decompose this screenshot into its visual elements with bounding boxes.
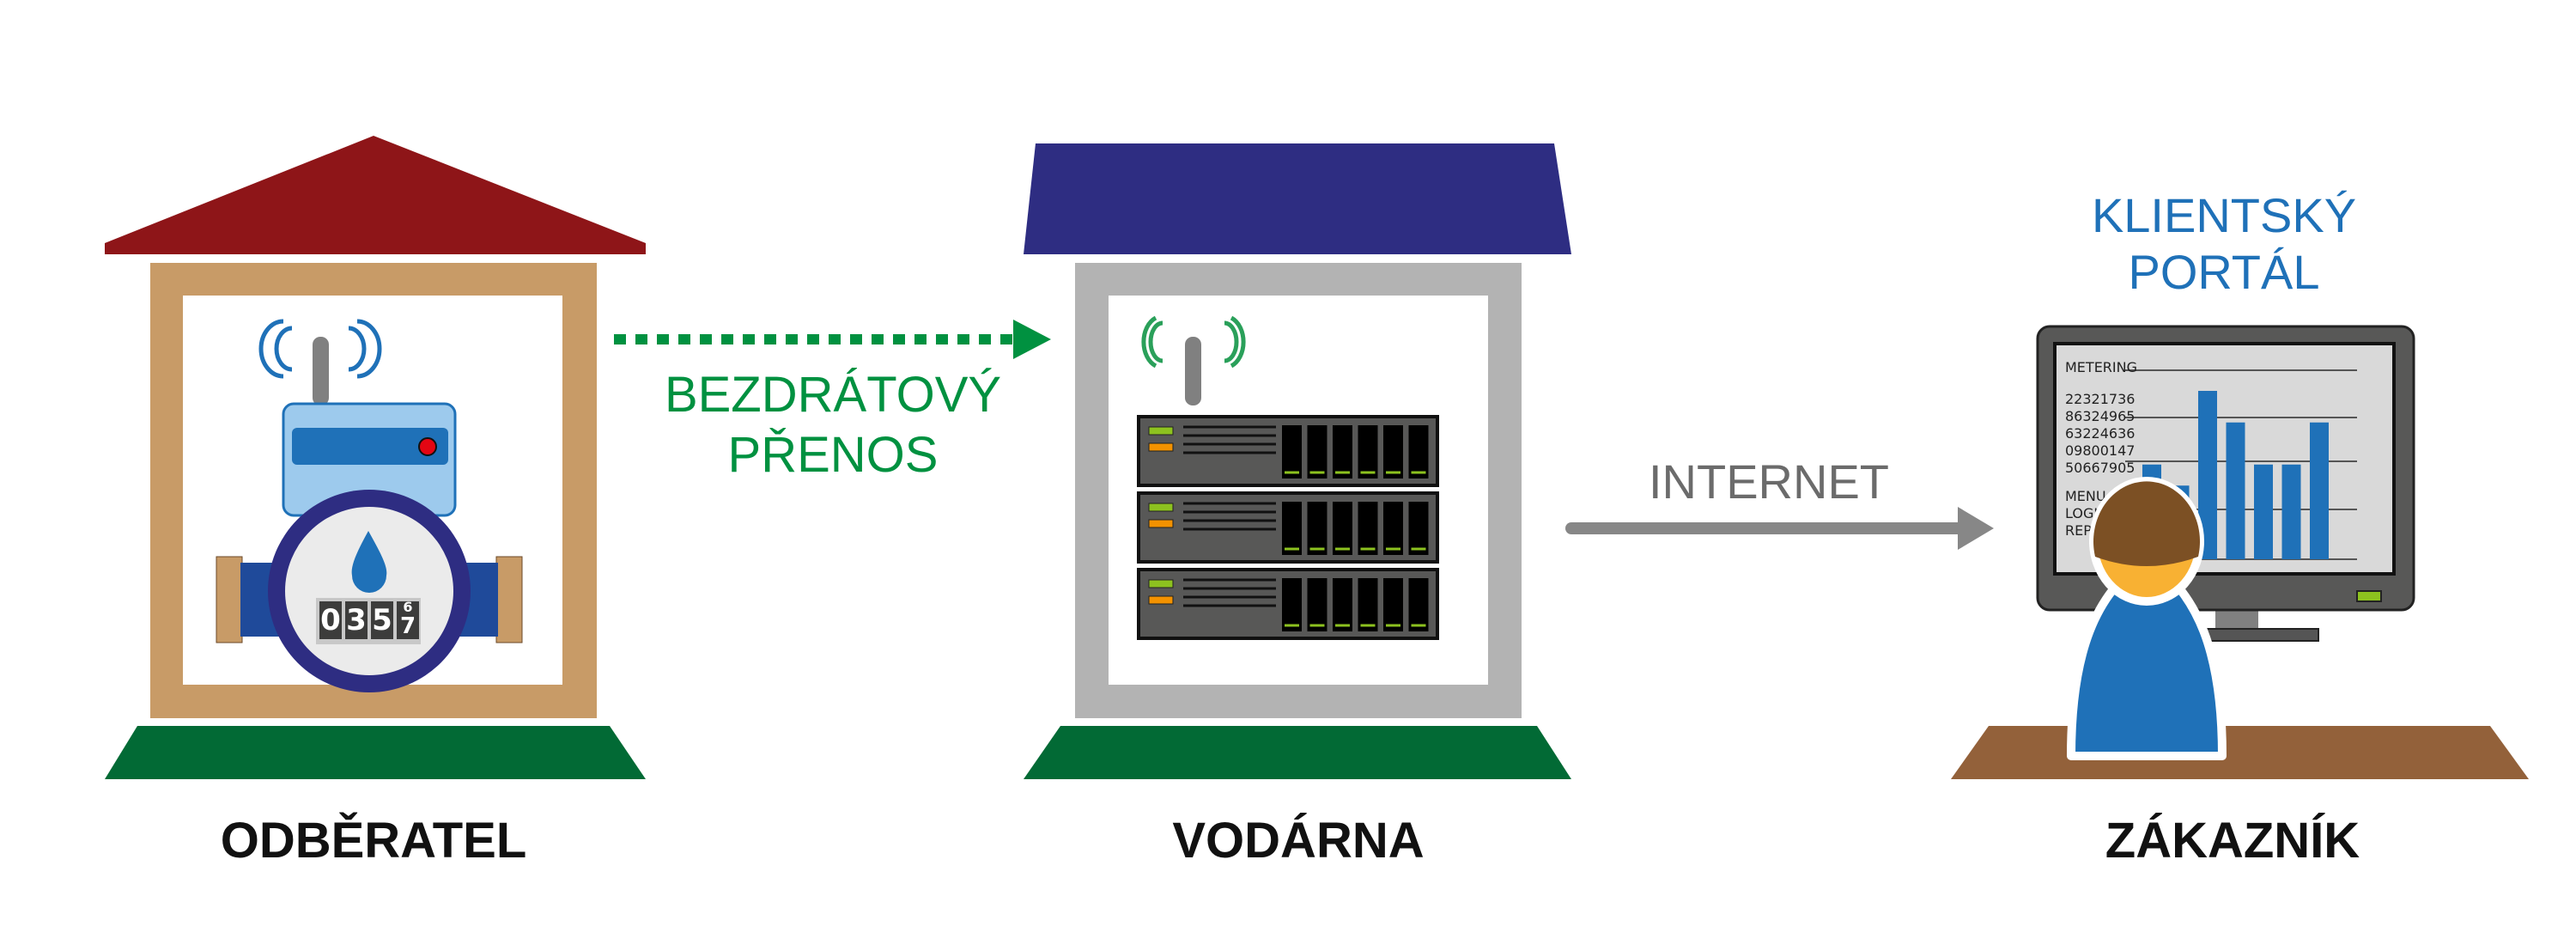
screen-bar	[2281, 464, 2301, 559]
meter-digit: 0	[319, 601, 342, 639]
screen-menu: MENU LOGI REP	[2065, 488, 2106, 540]
server-led-green	[1148, 426, 1174, 436]
server-drive-bay	[1358, 502, 1378, 555]
meter-id: 09800147	[2065, 442, 2136, 459]
server-drive-bay	[1408, 425, 1429, 479]
server-led-green	[1148, 579, 1174, 588]
meter-id: 86324965	[2065, 408, 2136, 424]
server-drive-bay	[1333, 502, 1352, 555]
screen-bar	[2198, 391, 2217, 559]
server-unit	[1137, 568, 1439, 640]
label-wireless-line1: BEZDRÁTOVÝ	[664, 367, 1002, 423]
server-drive-bay	[1333, 578, 1352, 631]
server-drive-bay	[1282, 502, 1302, 555]
label-internet: INTERNET	[1649, 454, 1889, 509]
screen-menu-item[interactable]: LOGI	[2065, 505, 2099, 521]
meter-id: 63224636	[2065, 425, 2136, 442]
meter-digit: 3	[345, 601, 368, 639]
label-portal-line1: KLIENTSKÝ	[2091, 188, 2357, 242]
server-drive-bay	[1307, 578, 1327, 631]
ground	[105, 726, 646, 779]
label-customer: ZÁKAZNÍK	[2105, 813, 2360, 869]
server-drive-bay	[1307, 502, 1327, 555]
internet-arrow	[1565, 507, 1994, 550]
label-waterworks: VODÁRNA	[1172, 813, 1425, 869]
server-led-orange	[1148, 519, 1174, 528]
label-consumer: ODBĚRATEL	[220, 813, 527, 869]
screen-title: METERING	[2065, 359, 2137, 375]
label-client-portal: KLIENTSKÝ PORTÁL	[2061, 187, 2387, 301]
meter-id: 22321736	[2065, 391, 2136, 407]
server-unit	[1137, 415, 1439, 487]
blue-roof	[1024, 143, 1571, 254]
meter-id: 50667905	[2065, 460, 2136, 476]
screen-menu-item[interactable]: REP	[2065, 522, 2092, 539]
person-icon	[2067, 477, 2227, 760]
screen-bar	[2226, 422, 2245, 559]
waterworks-house	[1024, 143, 1571, 779]
server-rack-icon	[1137, 415, 1439, 640]
server-drive-bay	[1307, 425, 1327, 479]
server-drive-bay	[1383, 578, 1403, 631]
screen-numbers: 22321736 86324965 63224636 09800147 5066…	[2065, 391, 2135, 477]
screen-bar	[2310, 422, 2329, 559]
screen-menu-item[interactable]: MENU	[2065, 488, 2106, 504]
label-wireless: BEZDRÁTOVÝ PŘENOS	[635, 365, 1030, 485]
server-drive-bay	[1383, 425, 1403, 479]
server-unit	[1137, 491, 1439, 564]
wireless-arrow	[614, 320, 1051, 359]
server-drive-bay	[1408, 502, 1429, 555]
screen-bar	[2254, 464, 2273, 559]
server-drive-bay	[1282, 425, 1302, 479]
server-drive-bay	[1358, 578, 1378, 631]
server-drive-bay	[1282, 578, 1302, 631]
meter-counter: 0 3 5 6 7	[319, 601, 419, 639]
server-led-green	[1148, 503, 1174, 512]
server-led-orange	[1148, 442, 1174, 452]
red-roof	[105, 136, 646, 254]
server-drive-bay	[1333, 425, 1352, 479]
server-drive-bay	[1383, 502, 1403, 555]
server-drive-bay	[1408, 578, 1429, 631]
meter-rolling-digit: 6 7	[397, 601, 419, 639]
server-drive-bay	[1358, 425, 1378, 479]
label-portal-line2: PORTÁL	[2128, 245, 2320, 299]
label-wireless-line2: PŘENOS	[727, 427, 939, 483]
meter-digit: 5	[371, 601, 393, 639]
server-led-orange	[1148, 595, 1174, 605]
